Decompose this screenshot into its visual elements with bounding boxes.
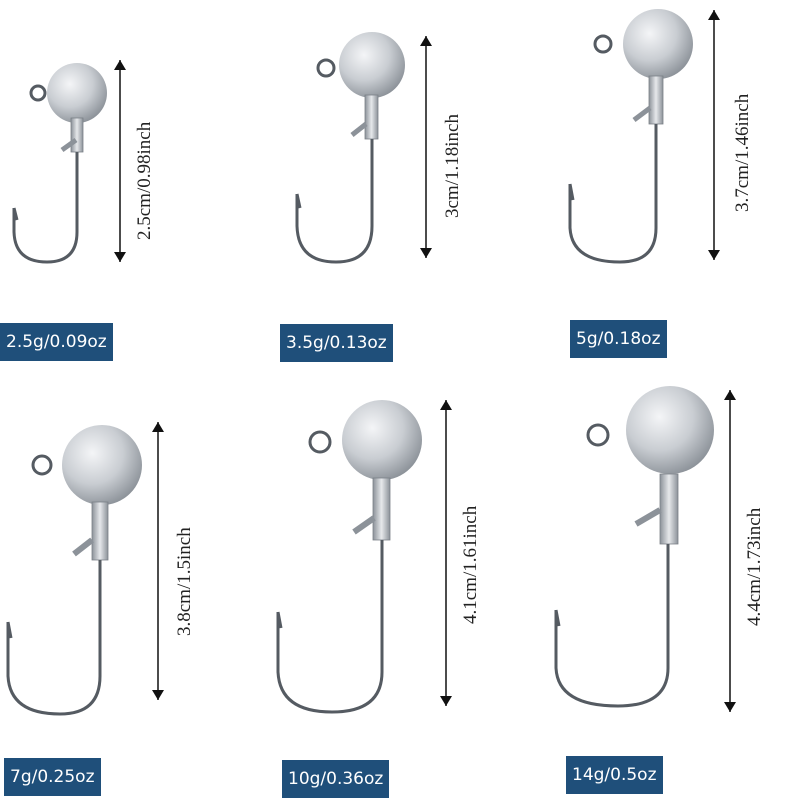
size-label: 3.7cm/1.46inch	[732, 93, 753, 212]
weight-badge: 7g/0.25oz	[4, 758, 101, 796]
product-6: 4.4cm/1.73inch 14g/0.5oz	[532, 386, 798, 800]
jig-hook-image	[554, 386, 736, 712]
product-1: 2.5cm/0.98inch 2.5g/0.09oz	[0, 0, 266, 400]
product-5: 4.1cm/1.61inch 10g/0.36oz	[266, 400, 532, 800]
size-label: 3cm/1.18inch	[442, 114, 463, 218]
jig-hook-image	[6, 422, 164, 716]
size-label: 4.1cm/1.61inch	[460, 505, 481, 624]
jig-hook-image	[12, 60, 126, 264]
weight-badge: 5g/0.18oz	[570, 320, 667, 358]
weight-badge: 3.5g/0.13oz	[280, 324, 393, 362]
size-label: 3.8cm/1.5inch	[174, 527, 195, 636]
weight-badge: 10g/0.36oz	[282, 760, 390, 798]
size-label: 4.4cm/1.73inch	[744, 507, 765, 626]
jig-hook-image	[568, 9, 720, 264]
product-3: 3.7cm/1.46inch 5g/0.18oz	[532, 0, 798, 400]
product-4: 3.8cm/1.5inch 7g/0.25oz	[0, 400, 266, 800]
product-2: 3cm/1.18inch 3.5g/0.13oz	[266, 0, 532, 400]
weight-badge: 2.5g/0.09oz	[0, 323, 113, 361]
size-label: 2.5cm/0.98inch	[134, 121, 155, 240]
weight-badge: 14g/0.5oz	[566, 756, 663, 794]
jig-hook-image	[276, 400, 452, 714]
jig-hook-image	[295, 32, 432, 264]
